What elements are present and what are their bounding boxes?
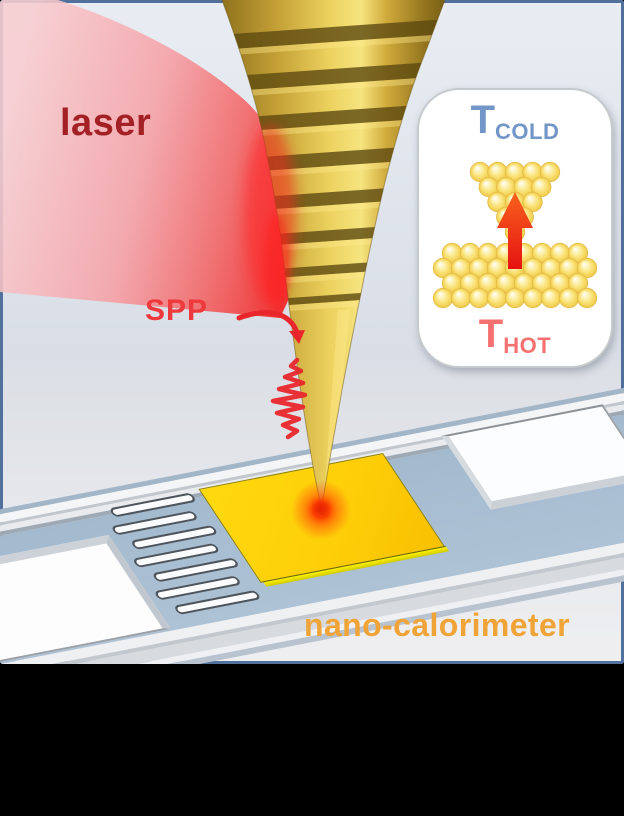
atom-cluster-graphic: [432, 161, 598, 309]
atom-sphere: [539, 161, 561, 183]
atom-sphere: [486, 287, 508, 309]
contact-heat-core: [314, 502, 328, 516]
heat-arrow-head: [497, 192, 533, 228]
t-hot-symbol: T: [478, 312, 504, 356]
spp-wavepacket: [270, 357, 308, 440]
laser-label: laser: [60, 102, 152, 144]
atom-sphere: [432, 287, 454, 309]
t-cold-symbol: T: [470, 98, 496, 142]
tip-shank-highlight: [324, 310, 350, 498]
spp-arrowhead: [289, 330, 305, 344]
atom-sphere: [567, 272, 589, 294]
laser-beam: [0, 0, 295, 318]
atom-sphere: [531, 176, 552, 198]
atom-sphere: [576, 287, 598, 309]
atom-sphere: [450, 287, 472, 309]
heat-flow-inset: TCOLD THOT: [417, 88, 613, 368]
t-hot-subscript: HOT: [503, 333, 552, 358]
atom-sphere: [558, 287, 580, 309]
atom-sphere: [567, 242, 589, 264]
atom-sphere: [522, 287, 544, 309]
heat-arrow-shaft: [508, 226, 522, 269]
spp-label: SPP: [145, 294, 209, 327]
spp-arrow: [236, 310, 299, 333]
atom-sphere: [468, 287, 490, 309]
atom-sphere: [576, 257, 598, 279]
calorimeter-label: nano-calorimeter: [304, 607, 571, 643]
t-hot-label: THOT: [419, 312, 611, 359]
t-cold-subscript: COLD: [495, 119, 560, 144]
illustration-panel: laser SPP nano-calorimeter TCOLD: [0, 0, 624, 664]
laser-hotspot-core: [264, 214, 290, 310]
atom-sphere: [504, 287, 526, 309]
t-cold-label: TCOLD: [419, 98, 611, 145]
atom-sphere: [522, 191, 543, 213]
atom-sphere: [540, 287, 562, 309]
optics-overlay: [0, 0, 446, 540]
